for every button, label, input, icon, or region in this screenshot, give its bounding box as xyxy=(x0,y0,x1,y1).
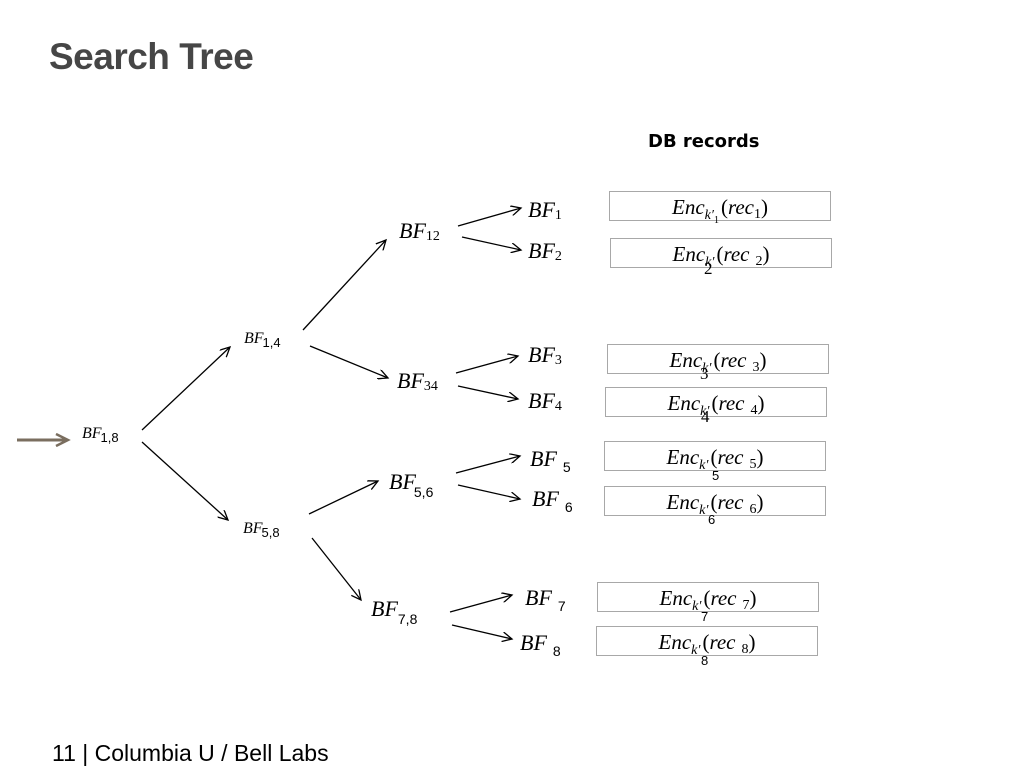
record-5-stray-index: 5 xyxy=(712,468,720,483)
tree-node-l2-d: BF7,8 xyxy=(371,596,418,627)
tree-node-l1-a: BF1,4 xyxy=(244,330,281,350)
edge-l1b-l2c xyxy=(308,481,378,515)
slide-title: Search Tree xyxy=(49,36,254,77)
tree-leaf-1: BF1 xyxy=(528,197,562,223)
slide-footer: 11 | Columbia U / Bell Labs xyxy=(52,740,329,766)
edge-l1a-l2b xyxy=(309,345,388,378)
edge-l1a-l2a xyxy=(302,240,386,331)
record-2-stray-index: 2 xyxy=(704,259,713,278)
edge-root-l1b xyxy=(141,441,228,520)
edge-l2b-leaf4 xyxy=(457,385,518,399)
edge-l2b-leaf3 xyxy=(455,356,518,374)
record-4-stray-index: 4 xyxy=(701,407,710,426)
tree-node-l2-a: BF12 xyxy=(399,218,440,244)
tree-node-l2-c: BF5,6 xyxy=(389,469,434,500)
tree-leaf-3: BF3 xyxy=(528,342,562,368)
edge-l2a-leaf1 xyxy=(457,208,521,227)
record-7-stray-index: 7 xyxy=(701,609,709,624)
edge-l2a-leaf2 xyxy=(461,236,521,250)
record-3-stray-index: 3 xyxy=(700,364,709,383)
edge-l1b-l2d xyxy=(311,537,361,600)
edge-l2d-leaf7 xyxy=(449,595,512,613)
tree-node-l2-b: BF34 xyxy=(397,368,438,394)
tree-node-root: BF1,8 xyxy=(82,425,119,445)
tree-leaf-4: BF4 xyxy=(528,388,562,414)
edge-l2c-leaf6 xyxy=(457,484,520,499)
tree-leaf-2: BF2 xyxy=(528,238,562,264)
record-8-stray-index: 8 xyxy=(701,653,709,668)
edge-l2d-leaf8 xyxy=(451,624,512,639)
db-records-label: DB records xyxy=(648,131,760,152)
db-record-1: Enck′1(rec1) xyxy=(609,191,831,226)
edge-l2c-leaf5 xyxy=(455,456,520,474)
tree-node-l1-b: BF5,8 xyxy=(243,520,280,540)
edge-root-l1a xyxy=(141,347,230,431)
record-6-stray-index: 6 xyxy=(708,512,716,527)
